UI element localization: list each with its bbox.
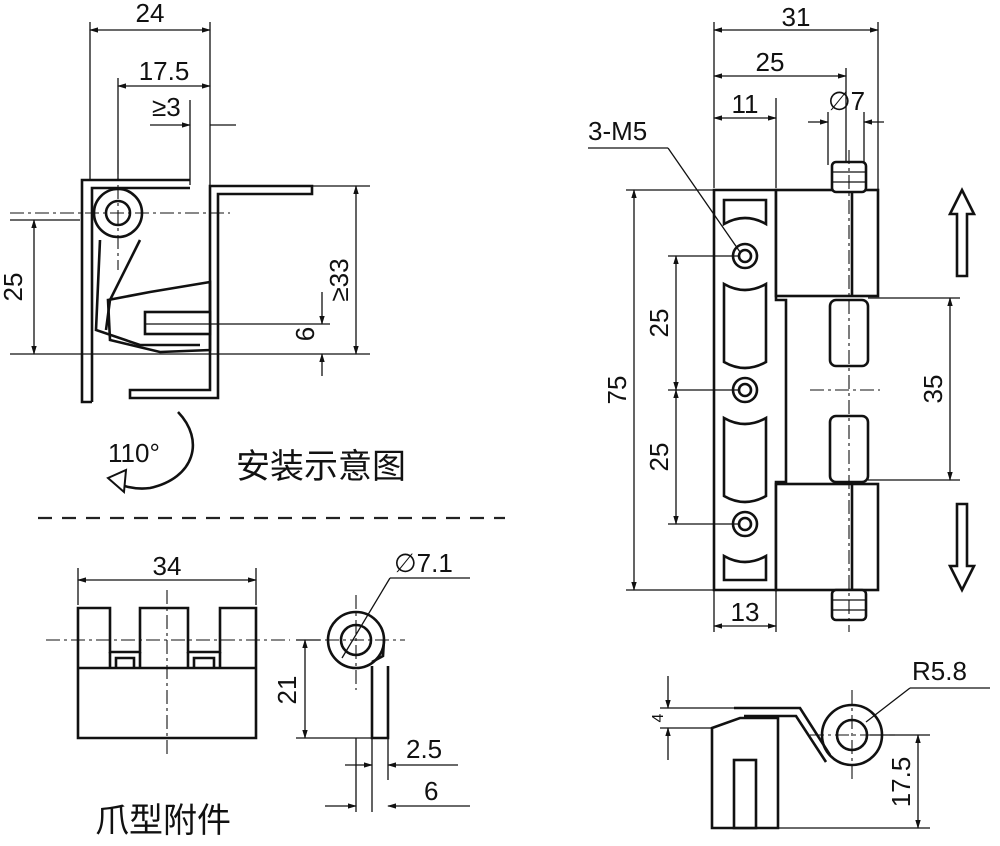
dim-hinge-total: 31 <box>782 2 811 32</box>
dim-hinge-pin-span: 35 <box>918 375 948 404</box>
dim-claw-height: 21 <box>272 676 302 705</box>
dim-install-slot: 6 <box>290 327 320 341</box>
dim-install-gap: ≥3 <box>152 92 181 122</box>
dim-claw-width: 34 <box>153 551 182 581</box>
dim-hinge-axis: 25 <box>756 47 785 77</box>
dim-install-height: 25 <box>0 273 28 302</box>
dim-claw-bore: ∅7.1 <box>394 548 453 578</box>
dim-hinge-pitch-1: 25 <box>644 309 674 338</box>
hinge-front-view: 31 25 11 ∅7 3-M5 <box>588 2 977 632</box>
dim-hinge-base: 13 <box>731 597 760 627</box>
dim-install-thickness: ≥33 <box>324 258 354 301</box>
dim-section-gap: 4 <box>650 713 667 722</box>
dim-hinge-pin: ∅7 <box>828 86 865 116</box>
thread-label: 3-M5 <box>588 116 647 146</box>
arrow-down-icon <box>947 502 977 593</box>
dim-claw-thick: 2.5 <box>406 734 442 764</box>
dim-hinge-pitch-2: 25 <box>644 443 674 472</box>
arrow-up-icon <box>947 187 977 278</box>
claw-front-view: 34 爪型附件 <box>46 551 290 841</box>
dim-hinge-length: 75 <box>602 376 632 405</box>
caption-installation: 安装示意图 <box>236 447 406 487</box>
claw-side-view: ∅7.1 21 2.5 6 <box>272 548 470 812</box>
dim-install-width: 24 <box>136 0 165 28</box>
hinge-section-view: R5.8 4 17.5 <box>650 656 990 830</box>
dim-section-height: 17.5 <box>886 757 916 808</box>
rotation-angle: 110° <box>108 438 160 468</box>
dim-claw-side-width: 6 <box>424 776 438 806</box>
dim-section-radius: R5.8 <box>912 656 967 686</box>
installation-view: 24 17.5 ≥3 25 ≥33 6 <box>0 0 406 495</box>
dim-install-inner: 17.5 <box>139 56 190 86</box>
dim-hinge-leaf: 11 <box>732 89 759 119</box>
caption-claw-attachment: 爪型附件 <box>95 801 231 841</box>
